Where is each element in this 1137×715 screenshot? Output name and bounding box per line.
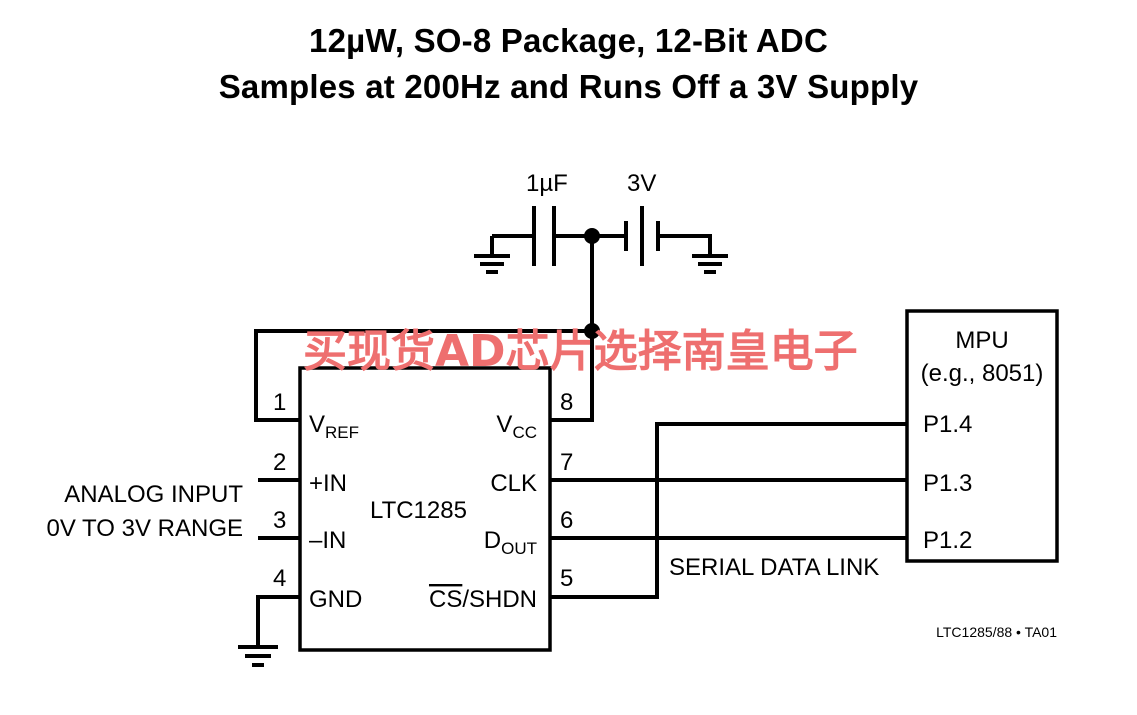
pin-5-number: 5: [560, 565, 573, 592]
cap-ground-wire: [490, 234, 534, 254]
chip-ground-symbol: [238, 645, 278, 667]
mpu-port-p14: P1.4: [923, 411, 972, 438]
pin-7-label: CLK: [490, 470, 537, 497]
mpu-port-p12: P1.2: [923, 527, 972, 554]
pin-2-number: 2: [273, 449, 286, 476]
mpu-title: MPU: [955, 327, 1008, 354]
capacitor-value: 1µF: [526, 170, 568, 197]
pin-3-number: 3: [273, 507, 286, 534]
serial-link-label: SERIAL DATA LINK: [669, 554, 879, 581]
pin-6-number: 6: [560, 507, 573, 534]
pin-1-number: 1: [273, 389, 286, 416]
cs-overbar-text: CS: [429, 586, 462, 613]
pin-4-number: 4: [273, 565, 286, 592]
cs-wire: [550, 422, 907, 599]
pin-4-label: GND: [309, 586, 362, 613]
pin-2-label: +IN: [309, 470, 347, 497]
battery-ground-wire: [658, 234, 712, 254]
capacitor: [532, 206, 556, 266]
gnd-wire: [256, 595, 300, 645]
pin-8-label: VCC: [496, 411, 537, 442]
figure-reference: LTC1285/88 • TA01: [936, 624, 1057, 640]
pin-7-number: 7: [560, 449, 573, 476]
mpu-body: [905, 309, 1059, 563]
pin-5-label: CS/SHDN: [429, 586, 537, 613]
watermark-text: 买现货AD芯片选择南皇电子: [303, 326, 858, 377]
title-line-1: 12µW, SO-8 Package, 12-Bit ADC: [309, 22, 828, 59]
battery-value: 3V: [627, 170, 656, 197]
diagram-title: 12µW, SO-8 Package, 12-Bit ADC Samples a…: [0, 18, 1137, 110]
pin-1-label: VREF: [309, 411, 359, 442]
title-line-2: Samples at 200Hz and Runs Off a 3V Suppl…: [218, 68, 919, 105]
vcc-vertical-wire: [550, 236, 594, 422]
cap-ground-symbol: [474, 254, 510, 274]
mpu-subtitle: (e.g., 8051): [921, 360, 1044, 387]
battery-ground-symbol: [692, 254, 728, 274]
analog-input-label: ANALOG INPUT: [64, 481, 243, 508]
pin-6-label: DOUT: [484, 527, 537, 558]
analog-range-label: 0V TO 3V RANGE: [46, 515, 243, 542]
battery: [624, 206, 660, 266]
chip-name: LTC1285: [370, 497, 467, 524]
vref-wire: [254, 329, 592, 422]
supply-network: 1µF 3V: [474, 170, 728, 274]
adc-chip-body: [298, 366, 552, 652]
pin-3-label: –IN: [309, 527, 346, 554]
mpu-port-p13: P1.3: [923, 470, 972, 497]
pin-8-number: 8: [560, 389, 573, 416]
